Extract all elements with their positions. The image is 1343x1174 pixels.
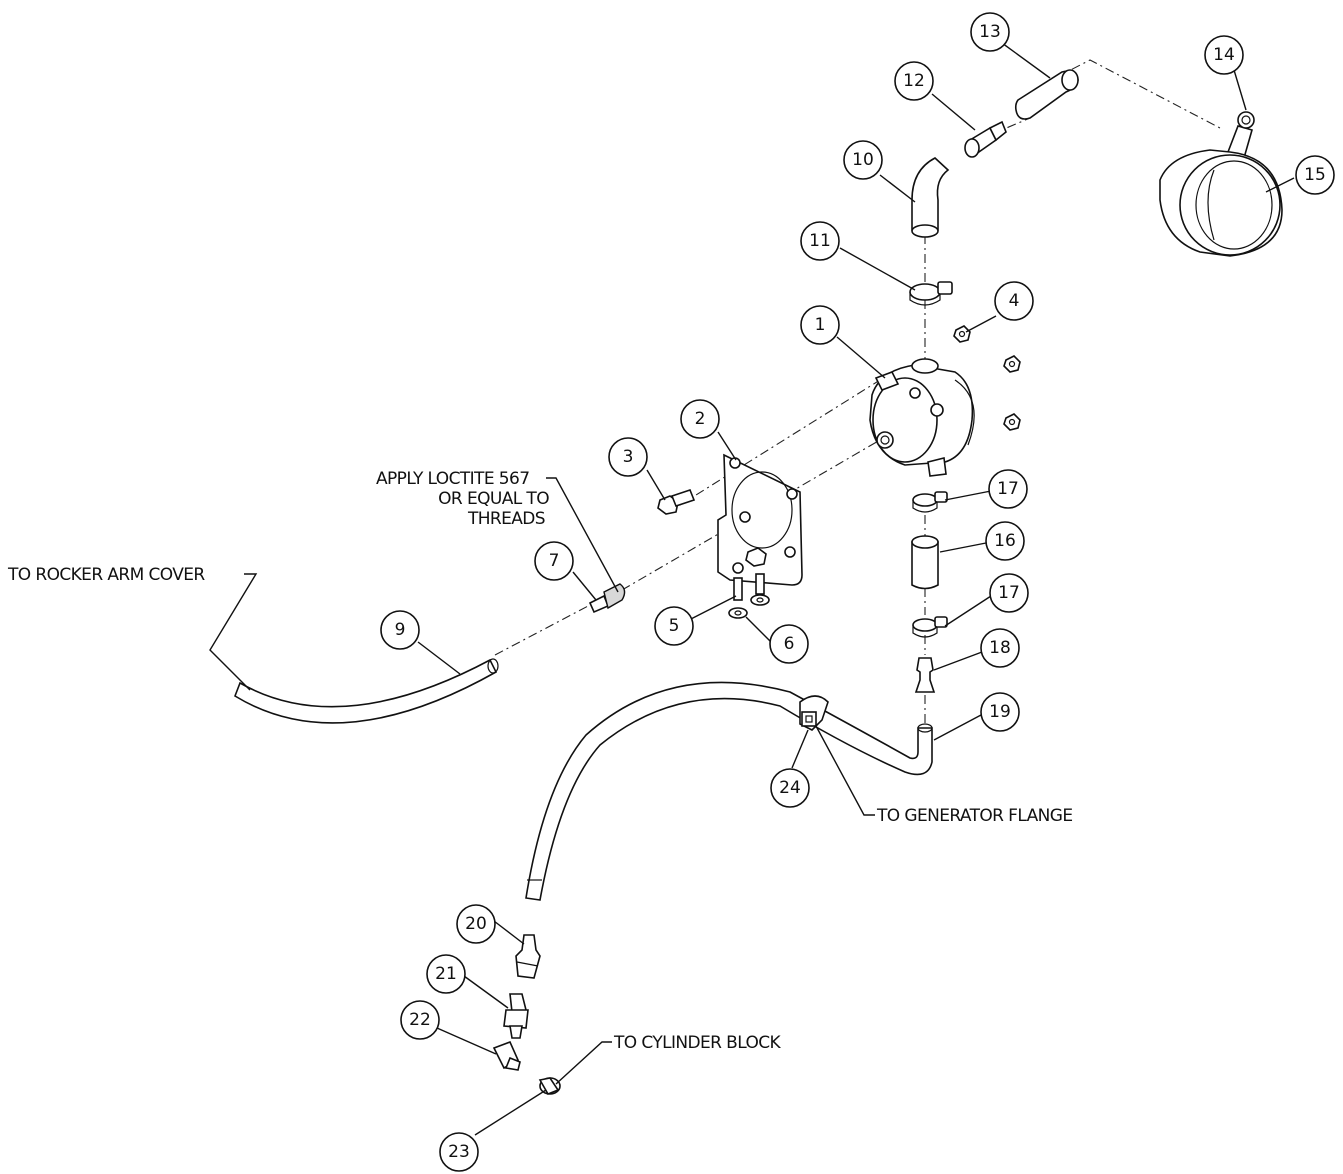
svg-text:24: 24 xyxy=(779,778,801,798)
callout-bubble-21: 21 xyxy=(426,954,466,994)
callout-bubble-13: 13 xyxy=(970,12,1010,52)
note-generator-flange: TO GENERATOR FLANGE xyxy=(876,806,1072,826)
part-19-hose xyxy=(525,681,933,901)
callout-bubble-11: 11 xyxy=(800,221,840,261)
svg-text:1: 1 xyxy=(815,315,826,335)
part-18-connector xyxy=(914,657,936,693)
callout-bubble-1: 1 xyxy=(800,305,840,345)
part-17-clamps xyxy=(912,491,948,638)
svg-text:3: 3 xyxy=(623,447,634,467)
part-11-clamp xyxy=(909,281,953,306)
svg-text:16: 16 xyxy=(994,531,1016,551)
callout-bubble-24: 24 xyxy=(770,768,810,808)
callout-bubble-12: 12 xyxy=(894,61,934,101)
svg-text:13: 13 xyxy=(979,22,1001,42)
callout-bubble-18: 18 xyxy=(980,628,1020,668)
svg-text:2: 2 xyxy=(695,409,706,429)
part-3-bolt xyxy=(657,489,696,515)
callout-bubble-6: 6 xyxy=(769,624,809,664)
svg-text:21: 21 xyxy=(435,964,457,984)
part-7-fitting xyxy=(588,583,626,614)
svg-text:11: 11 xyxy=(809,231,831,251)
svg-text:20: 20 xyxy=(465,914,487,934)
note-loctite-line1: APPLY LOCTITE 567 xyxy=(376,469,529,489)
callout-bubble-17a: 17 xyxy=(988,469,1028,509)
callout-bubble-15: 15 xyxy=(1295,155,1335,195)
svg-text:18: 18 xyxy=(989,638,1011,658)
callout-bubble-2: 2 xyxy=(680,399,720,439)
part-20-fitting xyxy=(515,934,541,979)
svg-text:10: 10 xyxy=(852,150,874,170)
part-13-hose xyxy=(1014,69,1079,120)
part-12-fitting xyxy=(964,120,1007,158)
svg-text:7: 7 xyxy=(549,551,560,571)
callout-bubble-10: 10 xyxy=(843,140,883,180)
svg-text:6: 6 xyxy=(784,634,795,654)
callout-bubble-14: 14 xyxy=(1204,35,1244,75)
part-5-studs xyxy=(733,573,765,601)
part-9-hose xyxy=(234,658,499,724)
note-loctite-line2: OR EQUAL TO xyxy=(438,489,549,509)
part-4-nuts xyxy=(953,325,1021,431)
part-10-elbow-hose xyxy=(911,157,950,238)
svg-text:22: 22 xyxy=(409,1010,431,1030)
callout-bubble-7: 7 xyxy=(534,541,574,581)
callout-bubble-5: 5 xyxy=(654,606,694,646)
callout-leaders xyxy=(209,42,1295,1136)
svg-text:19: 19 xyxy=(989,702,1011,722)
callout-bubble-23: 23 xyxy=(439,1132,479,1172)
svg-text:9: 9 xyxy=(395,620,406,640)
part-1-pump xyxy=(869,358,975,477)
svg-text:4: 4 xyxy=(1009,291,1020,311)
svg-text:12: 12 xyxy=(903,71,925,91)
part-14-fitting xyxy=(1226,111,1255,160)
callout-bubble-20: 20 xyxy=(456,904,496,944)
note-cylinder-block: TO CYLINDER BLOCK xyxy=(613,1033,782,1053)
callout-bubble-17b: 17 xyxy=(989,573,1029,613)
svg-text:15: 15 xyxy=(1304,165,1326,185)
callout-bubble-3: 3 xyxy=(608,437,648,477)
part-21-fitting xyxy=(503,993,529,1039)
callout-bubble-22: 22 xyxy=(400,1000,440,1040)
svg-text:14: 14 xyxy=(1213,45,1235,65)
svg-text:5: 5 xyxy=(669,616,680,636)
part-24-clip xyxy=(799,695,829,731)
svg-text:17: 17 xyxy=(997,479,1019,499)
part-2-bracket xyxy=(717,453,803,586)
part-22-elbow xyxy=(492,1040,521,1071)
svg-text:23: 23 xyxy=(448,1142,470,1162)
svg-text:17: 17 xyxy=(998,583,1020,603)
part-16-hose xyxy=(911,535,939,590)
part-15-canister xyxy=(1159,149,1283,257)
note-rocker-arm-cover: TO ROCKER ARM COVER xyxy=(7,565,205,585)
callout-bubble-9: 9 xyxy=(380,610,420,650)
callout-bubble-4: 4 xyxy=(994,281,1034,321)
callout-bubble-19: 19 xyxy=(980,692,1020,732)
callout-bubble-16: 16 xyxy=(985,521,1025,561)
part-6-washers xyxy=(728,594,770,619)
note-loctite-line3: THREADS xyxy=(467,509,545,529)
